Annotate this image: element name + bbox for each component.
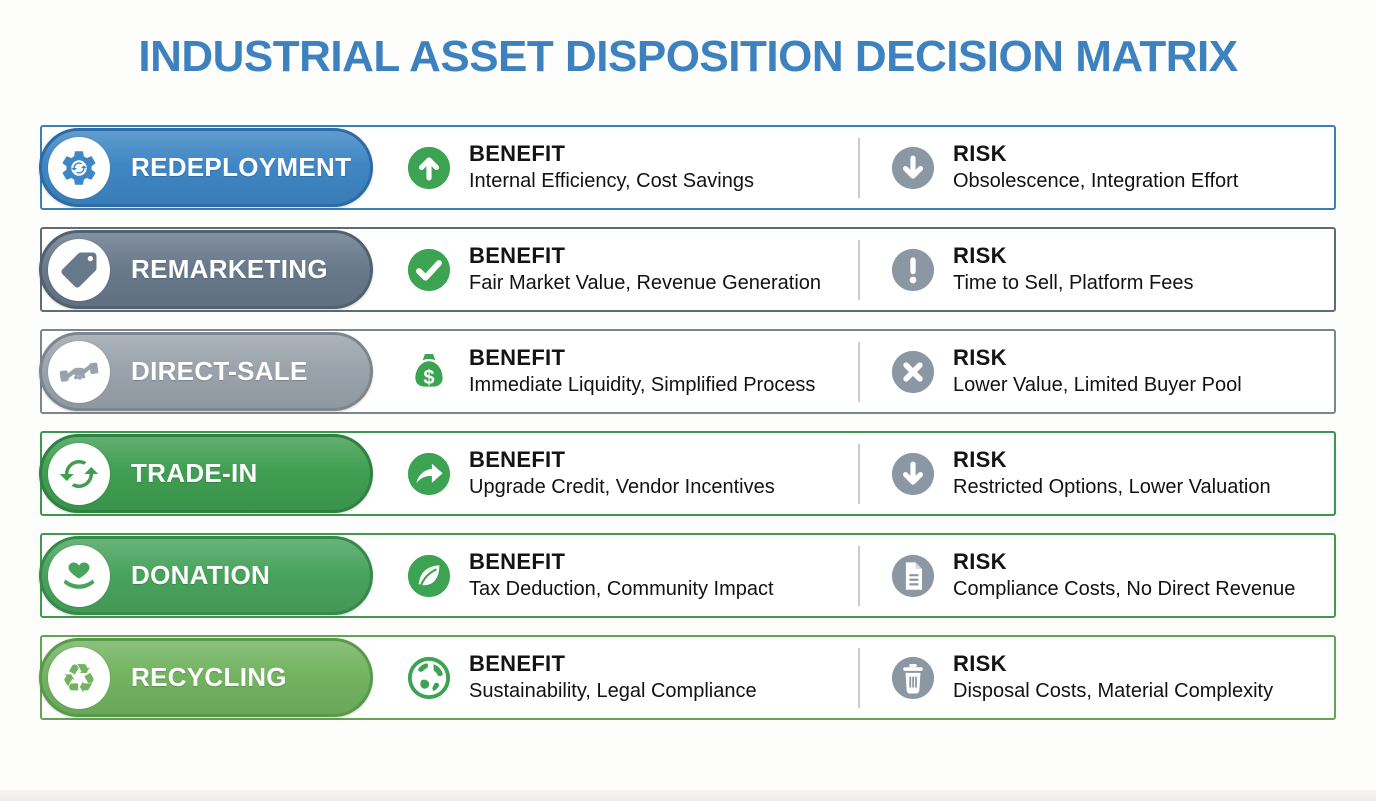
benefit-description: Tax Deduction, Community Impact <box>469 578 774 601</box>
risk-description: Lower Value, Limited Buyer Pool <box>953 374 1242 397</box>
hand-heart-icon <box>48 544 110 607</box>
risk-cell: RISK Compliance Costs, No Direct Revenue <box>890 550 1295 601</box>
globe-icon <box>406 655 452 701</box>
row-content: BENEFIT Fair Market Value, Revenue Gener… <box>406 229 1326 310</box>
risk-title: RISK <box>953 447 1007 473</box>
benefit-cell: BENEFIT Sustainability, Legal Compliance <box>406 652 858 703</box>
x-circle-icon <box>890 349 936 395</box>
risk-cell: RISK Restricted Options, Lower Valuation <box>890 448 1271 499</box>
recycling-pill: ♻ RECYCLING <box>39 638 373 718</box>
risk-description: Time to Sell, Platform Fees <box>953 272 1194 295</box>
handshake-icon <box>48 340 110 403</box>
gear-sync-icon <box>48 136 110 199</box>
row-content: BENEFIT Internal Efficiency, Cost Saving… <box>406 127 1326 208</box>
risk-cell: RISK Time to Sell, Platform Fees <box>890 244 1193 295</box>
column-divider <box>858 647 860 708</box>
benefit-description: Immediate Liquidity, Simplified Process <box>469 374 816 397</box>
column-divider <box>858 239 860 300</box>
benefit-title: BENEFIT <box>469 141 566 167</box>
row-content: BENEFIT Upgrade Credit, Vendor Incentive… <box>406 433 1326 514</box>
benefit-cell: $ BENEFIT Immediate Liquidity, Simplifie… <box>406 346 858 397</box>
column-divider <box>858 341 860 402</box>
swap-arrows-icon <box>48 442 110 505</box>
benefit-description: Upgrade Credit, Vendor Incentives <box>469 476 775 499</box>
column-divider <box>858 137 860 198</box>
bottom-texture-strip <box>0 790 1376 801</box>
option-label: REMARKETING <box>131 254 328 285</box>
document-circle-icon <box>890 553 936 599</box>
column-divider <box>858 545 860 606</box>
benefit-description: Internal Efficiency, Cost Savings <box>469 170 754 193</box>
row-trade-in: TRADE-IN BENEFIT Upgrade Credit, Vendor … <box>39 431 1336 517</box>
money-bag-icon: $ <box>406 349 452 395</box>
redeployment-pill: REDEPLOYMENT <box>39 128 373 208</box>
donation-pill: DONATION <box>39 536 373 616</box>
risk-description: Obsolescence, Integration Effort <box>953 170 1239 193</box>
option-label: DIRECT-SALE <box>131 356 308 387</box>
benefit-title: BENEFIT <box>469 549 566 575</box>
risk-description: Compliance Costs, No Direct Revenue <box>953 578 1296 601</box>
row-content: BENEFIT Tax Deduction, Community Impact … <box>406 535 1326 616</box>
price-tag-icon <box>48 238 110 301</box>
risk-title: RISK <box>953 651 1007 677</box>
benefit-description: Fair Market Value, Revenue Generation <box>469 272 822 295</box>
trade-in-pill: TRADE-IN <box>39 434 373 514</box>
column-divider <box>858 443 860 504</box>
decision-matrix: REDEPLOYMENT BENEFIT Internal Efficiency… <box>0 125 1376 721</box>
risk-description: Restricted Options, Lower Valuation <box>953 476 1271 499</box>
risk-description: Disposal Costs, Material Complexity <box>953 680 1274 703</box>
option-label: REDEPLOYMENT <box>131 152 352 183</box>
arrow-down-circle-icon <box>890 451 936 497</box>
option-label: DONATION <box>131 560 271 591</box>
row-donation: DONATION BENEFIT Tax Deduction, Communit… <box>39 533 1336 619</box>
redo-arrow-circle-icon <box>406 451 452 497</box>
trash-circle-icon <box>890 655 936 701</box>
row-content: $ BENEFIT Immediate Liquidity, Simplifie… <box>406 331 1326 412</box>
benefit-title: BENEFIT <box>469 243 566 269</box>
leaf-circle-icon <box>406 553 452 599</box>
arrow-down-circle-icon <box>890 145 936 191</box>
row-remarketing: REMARKETING BENEFIT Fair Market Value, R… <box>39 227 1336 313</box>
remarketing-pill: REMARKETING <box>39 230 373 310</box>
risk-cell: RISK Lower Value, Limited Buyer Pool <box>890 346 1242 397</box>
direct-sale-pill: DIRECT-SALE <box>39 332 373 412</box>
risk-title: RISK <box>953 243 1007 269</box>
option-label: TRADE-IN <box>131 458 258 489</box>
benefit-title: BENEFIT <box>469 651 566 677</box>
arrow-up-circle-icon <box>406 145 452 191</box>
benefit-title: BENEFIT <box>469 447 566 473</box>
benefit-cell: BENEFIT Internal Efficiency, Cost Saving… <box>406 142 858 193</box>
benefit-cell: BENEFIT Upgrade Credit, Vendor Incentive… <box>406 448 858 499</box>
page-title: INDUSTRIAL ASSET DISPOSITION DECISION MA… <box>138 32 1238 81</box>
risk-cell: RISK Disposal Costs, Material Complexity <box>890 652 1273 703</box>
option-label: RECYCLING <box>131 662 287 693</box>
check-circle-icon <box>406 247 452 293</box>
risk-title: RISK <box>953 345 1007 371</box>
row-redeployment: REDEPLOYMENT BENEFIT Internal Efficiency… <box>39 125 1336 211</box>
row-recycling: ♻ RECYCLING BENEFIT Sustainability, Lega… <box>39 635 1336 721</box>
benefit-description: Sustainability, Legal Compliance <box>469 680 757 703</box>
benefit-title: BENEFIT <box>469 345 566 371</box>
benefit-cell: BENEFIT Fair Market Value, Revenue Gener… <box>406 244 858 295</box>
row-direct-sale: DIRECT-SALE $ BENEFIT Immediate Liquidit… <box>39 329 1336 415</box>
risk-cell: RISK Obsolescence, Integration Effort <box>890 142 1238 193</box>
risk-title: RISK <box>953 549 1007 575</box>
benefit-cell: BENEFIT Tax Deduction, Community Impact <box>406 550 858 601</box>
svg-text:♻: ♻ <box>61 657 97 699</box>
row-content: BENEFIT Sustainability, Legal Compliance… <box>406 637 1326 718</box>
recycle-icon: ♻ <box>48 646 110 709</box>
risk-title: RISK <box>953 141 1007 167</box>
exclamation-circle-icon <box>890 247 936 293</box>
svg-text:$: $ <box>423 367 434 389</box>
